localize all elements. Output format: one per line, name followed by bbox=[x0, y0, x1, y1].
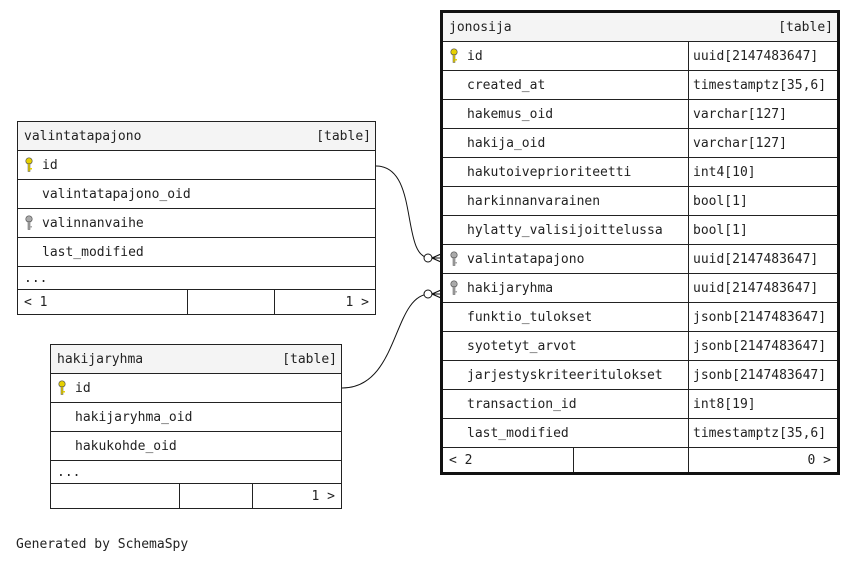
column-type: varchar[127] bbox=[688, 100, 837, 128]
column-type: int4[10] bbox=[688, 158, 837, 186]
column-type: jsonb[2147483647] bbox=[688, 361, 837, 389]
table-footer: < 1 1 > bbox=[18, 290, 375, 314]
footer-spacer bbox=[179, 484, 252, 508]
column-row[interactable]: hakijaryhma_oid bbox=[51, 403, 341, 432]
table-header: hakijaryhma [table] bbox=[51, 345, 341, 374]
edge-crowsfoot-hakijaryhma bbox=[423, 289, 433, 299]
footer-spacer bbox=[573, 448, 688, 472]
edge-crowsfoot-valintatapajono bbox=[423, 253, 433, 263]
column-row[interactable]: id bbox=[18, 151, 375, 180]
column-row[interactable]: harkinnanvarainen bool[1] bbox=[443, 187, 837, 216]
table-footer: < 2 0 > bbox=[443, 448, 837, 472]
children-count[interactable]: 0 > bbox=[688, 448, 837, 472]
pk-key-icon bbox=[57, 380, 75, 396]
table-kind: [table] bbox=[316, 128, 371, 144]
column-row[interactable]: created_at timestamptz[35,6] bbox=[443, 71, 837, 100]
column-name: hakutoiveprioriteetti bbox=[467, 164, 632, 180]
parents-count[interactable] bbox=[51, 484, 179, 508]
column-row[interactable]: hylatty_valisijoittelussa bool[1] bbox=[443, 216, 837, 245]
table-header: valintatapajono [table] bbox=[18, 122, 375, 151]
more-columns: ... bbox=[51, 461, 341, 484]
column-row[interactable]: last_modified timestamptz[35,6] bbox=[443, 419, 837, 448]
table-name: jonosija bbox=[449, 19, 512, 35]
column-row[interactable]: hakutoiveprioriteetti int4[10] bbox=[443, 158, 837, 187]
column-name: hakijaryhma bbox=[467, 280, 554, 296]
column-type: uuid[2147483647] bbox=[688, 42, 837, 70]
column-type: int8[19] bbox=[688, 390, 837, 418]
pk-key-icon bbox=[24, 157, 42, 173]
column-row[interactable]: id uuid[2147483647] bbox=[443, 42, 837, 71]
fk-key-icon bbox=[449, 251, 467, 267]
column-type: timestamptz[35,6] bbox=[688, 419, 837, 447]
table-footer: 1 > bbox=[51, 484, 341, 508]
fk-key-icon bbox=[449, 280, 467, 296]
column-type: uuid[2147483647] bbox=[688, 245, 837, 273]
table-header: jonosija [table] bbox=[443, 13, 837, 42]
parents-count[interactable]: < 2 bbox=[449, 452, 473, 468]
children-count[interactable]: 1 > bbox=[274, 290, 375, 314]
parents-count[interactable]: < 1 bbox=[24, 294, 48, 310]
column-row[interactable]: hakija_oid varchar[127] bbox=[443, 129, 837, 158]
table-name: hakijaryhma bbox=[57, 351, 144, 367]
pk-key-icon bbox=[449, 48, 467, 64]
column-type: varchar[127] bbox=[688, 129, 837, 157]
column-name: id bbox=[75, 380, 91, 396]
fk-key-icon bbox=[24, 215, 42, 231]
column-row[interactable]: valintatapajono_oid bbox=[18, 180, 375, 209]
column-name: hakijaryhma_oid bbox=[75, 409, 193, 425]
column-row[interactable]: funktio_tulokset jsonb[2147483647] bbox=[443, 303, 837, 332]
table-valintatapajono[interactable]: valintatapajono [table] id valintatapajon… bbox=[17, 121, 376, 315]
column-name: valintatapajono_oid bbox=[42, 186, 191, 202]
more-columns: ... bbox=[18, 267, 375, 290]
column-row[interactable]: hakemus_oid varchar[127] bbox=[443, 100, 837, 129]
column-row[interactable]: transaction_id int8[19] bbox=[443, 390, 837, 419]
column-name: hakija_oid bbox=[467, 135, 546, 151]
column-row[interactable]: hakukohde_oid bbox=[51, 432, 341, 461]
column-type: uuid[2147483647] bbox=[688, 274, 837, 302]
column-name: valintatapajono bbox=[467, 251, 585, 267]
children-count[interactable]: 1 > bbox=[252, 484, 341, 508]
column-name: jarjestyskriteeritulokset bbox=[467, 367, 663, 383]
column-type: jsonb[2147483647] bbox=[688, 303, 837, 331]
column-name: hylatty_valisijoittelussa bbox=[467, 222, 663, 238]
column-name: id bbox=[467, 48, 483, 64]
column-row[interactable]: valintatapajono uuid[2147483647] bbox=[443, 245, 837, 274]
column-type: jsonb[2147483647] bbox=[688, 332, 837, 360]
table-kind: [table] bbox=[282, 351, 337, 367]
column-name: transaction_id bbox=[467, 396, 577, 412]
column-name: hakemus_oid bbox=[467, 106, 554, 122]
column-type: timestamptz[35,6] bbox=[688, 71, 837, 99]
column-name: funktio_tulokset bbox=[467, 309, 593, 325]
column-name: created_at bbox=[467, 77, 546, 93]
column-row[interactable]: syotetyt_arvot jsonb[2147483647] bbox=[443, 332, 837, 361]
column-name: valinnanvaihe bbox=[42, 215, 144, 231]
column-type: bool[1] bbox=[688, 216, 837, 244]
column-row[interactable]: id bbox=[51, 374, 341, 403]
table-kind: [table] bbox=[778, 19, 833, 35]
column-name: syotetyt_arvot bbox=[467, 338, 577, 354]
edge-valintatapajono-to-jonosija bbox=[375, 165, 441, 259]
column-row[interactable]: valinnanvaihe bbox=[18, 209, 375, 238]
column-name: hakukohde_oid bbox=[75, 438, 177, 454]
column-name: harkinnanvarainen bbox=[467, 193, 601, 209]
column-type: bool[1] bbox=[688, 187, 837, 215]
column-row[interactable]: last_modified bbox=[18, 238, 375, 267]
column-row[interactable]: hakijaryhma uuid[2147483647] bbox=[443, 274, 837, 303]
generated-by-credit: Generated by SchemaSpy bbox=[16, 537, 189, 552]
column-row[interactable]: jarjestyskriteeritulokset jsonb[214748364… bbox=[443, 361, 837, 390]
footer-spacer bbox=[187, 290, 274, 314]
table-name: valintatapajono bbox=[24, 128, 142, 144]
column-name: last_modified bbox=[42, 244, 144, 260]
column-name: id bbox=[42, 157, 58, 173]
column-name: last_modified bbox=[467, 425, 569, 441]
